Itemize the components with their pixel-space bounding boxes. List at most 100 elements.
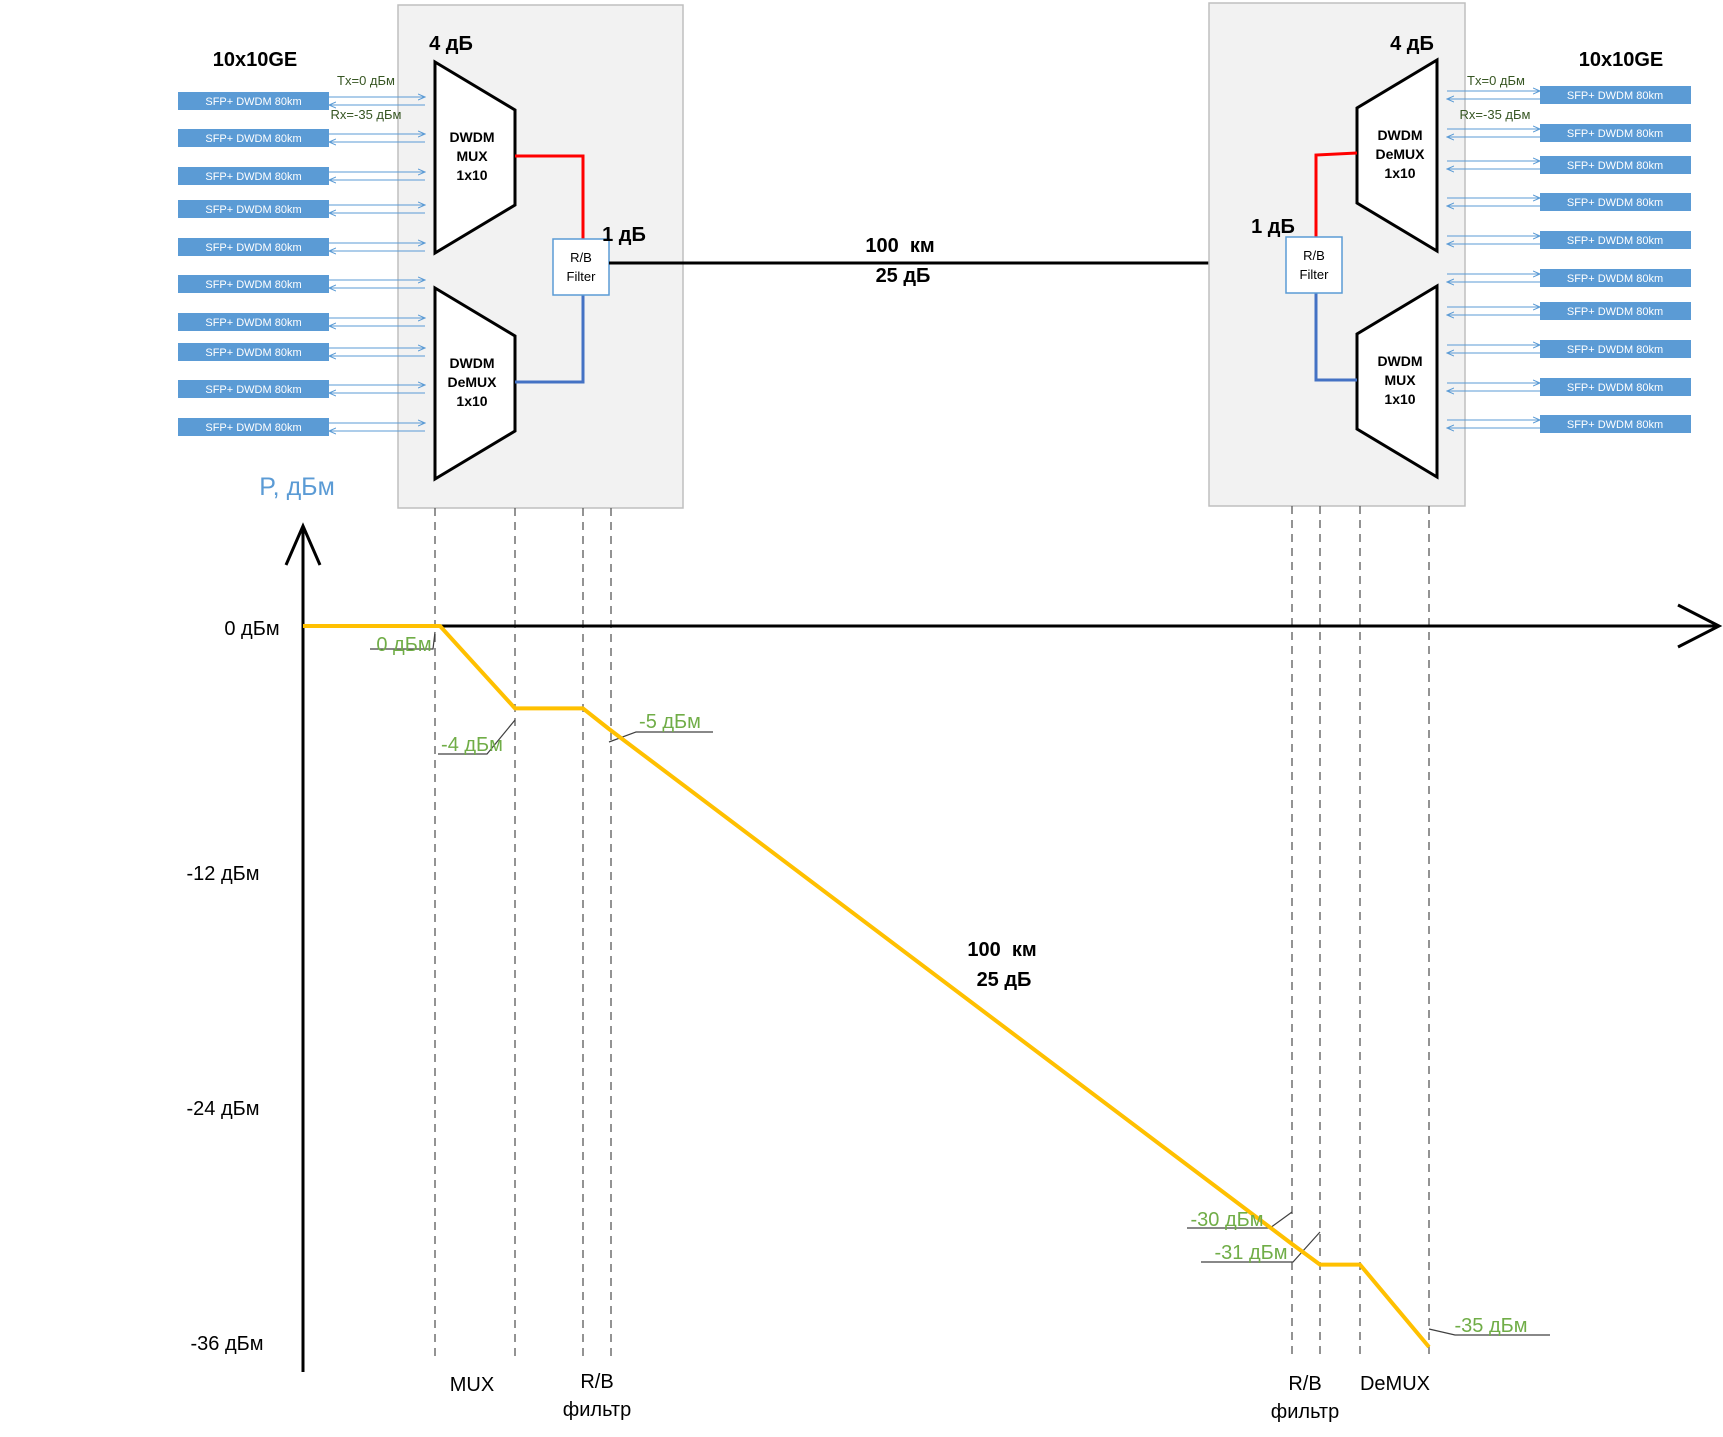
span-loss: 25 дБ [977, 969, 1032, 991]
left-sfp-label: SFP+ DWDM 80km [205, 422, 301, 434]
left-sfp-label: SFP+ DWDM 80km [205, 242, 301, 254]
right-rx-label: Rx=-35 дБм [1460, 107, 1531, 122]
right-sfp-module [1540, 269, 1691, 287]
left-sfp-label: SFP+ DWDM 80km [205, 133, 301, 145]
left-tx-fiber [515, 154, 585, 239]
right-sfp-label: SFP+ DWDM 80km [1567, 306, 1663, 318]
y-tick-label: 0 дБм [224, 618, 279, 640]
right-filter-loss: 1 дБ [1251, 216, 1295, 238]
right-sfp-label: SFP+ DWDM 80km [1567, 90, 1663, 102]
left-rb-filter [552, 238, 610, 296]
right-sfp-label: SFP+ DWDM 80km [1567, 128, 1663, 140]
y-tick-label: -12 дБм [186, 863, 259, 885]
stage-label-rb-left-1: R/B [580, 1371, 613, 1393]
left-sfp-label: SFP+ DWDM 80km [205, 204, 301, 216]
point-label: -5 дБм [639, 711, 701, 733]
right-mux-block [1355, 283, 1439, 480]
stage-label-rb-left-2: фильтр [563, 1399, 631, 1421]
stage-label-rb-right-2: фильтр [1271, 1401, 1339, 1423]
right-sfp-module [1540, 86, 1691, 104]
point-label: -31 дБм [1214, 1242, 1287, 1264]
callout-leader [608, 731, 713, 743]
left-sfp-label: SFP+ DWDM 80km [205, 317, 301, 329]
stage-guide-lines [434, 506, 1430, 1360]
left-rx-label: Rx=-35 дБм [331, 107, 402, 122]
left-sfp-module [178, 343, 329, 361]
right-demux-block [1355, 57, 1439, 254]
right-rb-filter [1285, 236, 1343, 294]
right-tx-label: Tx=0 дБм [1467, 73, 1525, 88]
left-site-title: 10x10GE [213, 49, 298, 71]
right-demux-loss: 4 дБ [1390, 33, 1434, 55]
left-sfp-label: SFP+ DWDM 80km [205, 279, 301, 291]
left-mux-label-2: MUX [456, 148, 488, 164]
right-sfp-label: SFP+ DWDM 80km [1567, 273, 1663, 285]
left-mux-block [433, 59, 517, 256]
left-sfp-module [178, 238, 329, 256]
stage-label-rb-right-1: R/B [1288, 1373, 1321, 1395]
left-rx-fiber [515, 295, 585, 384]
right-tx-fiber [1314, 293, 1357, 382]
callout-leader [1428, 1328, 1550, 1336]
left-sfp-module [178, 313, 329, 331]
right-sfp-module [1540, 302, 1691, 320]
link-distance: 100 км [865, 235, 934, 257]
left-sfp-label: SFP+ DWDM 80km [205, 96, 301, 108]
right-sfp-module [1540, 231, 1691, 249]
span-distance: 100 км [967, 939, 1036, 961]
right-sfp-label: SFP+ DWDM 80km [1567, 235, 1663, 247]
left-filter-loss: 1 дБ [602, 224, 646, 246]
left-tx-label: Tx=0 дБм [337, 73, 395, 88]
right-filter-label-1: R/B [1303, 248, 1325, 263]
right-sfp-module [1540, 378, 1691, 396]
left-sfp-module [178, 418, 329, 436]
point-label: 0 дБм [376, 634, 431, 656]
left-demux-block [433, 285, 517, 482]
point-label: -30 дБм [1190, 1209, 1263, 1231]
right-rx-fiber [1314, 151, 1358, 237]
right-sfp-label: SFP+ DWDM 80km [1567, 197, 1663, 209]
power-level-line [303, 624, 1431, 1349]
y-tick-label: -24 дБм [186, 1098, 259, 1120]
right-sfp-module [1540, 415, 1691, 433]
right-sfp-label: SFP+ DWDM 80km [1567, 160, 1663, 172]
callout-leader [1201, 1231, 1321, 1263]
left-sfp-module [178, 275, 329, 293]
right-site-title: 10x10GE [1579, 49, 1664, 71]
left-filter-label-1: R/B [570, 250, 592, 265]
right-sfp-module [1540, 156, 1691, 174]
point-label: -4 дБм [441, 734, 503, 756]
right-demux-label-3: 1x10 [1384, 165, 1415, 181]
stage-label-mux: MUX [450, 1374, 494, 1396]
right-mux-label-2: MUX [1384, 372, 1416, 388]
right-sfp-label: SFP+ DWDM 80km [1567, 344, 1663, 356]
y-axis-arrow [284, 522, 322, 566]
left-sfp-module [178, 129, 329, 147]
callout-leader [438, 719, 516, 755]
stage-label-demux: DeMUX [1360, 1373, 1430, 1395]
left-demux-label-2: DeMUX [447, 374, 497, 390]
left-sfp-module [178, 92, 329, 110]
right-sfp-label: SFP+ DWDM 80km [1567, 419, 1663, 431]
right-mux-label-1: DWDM [1377, 353, 1422, 369]
right-sfp-module [1540, 340, 1691, 358]
right-sfp-module [1540, 193, 1691, 211]
right-sfp-module [1540, 124, 1691, 142]
left-filter-label-2: Filter [567, 269, 597, 284]
point-label: -35 дБм [1454, 1315, 1527, 1337]
y-tick-label: -36 дБм [190, 1333, 263, 1355]
left-demux-label-1: DWDM [449, 355, 494, 371]
left-sfp-module [178, 167, 329, 185]
callout-leaders [370, 631, 1550, 1336]
callout-leader [370, 631, 436, 650]
left-demux-label-3: 1x10 [456, 393, 487, 409]
left-sfp-module [178, 200, 329, 218]
right-demux-label-1: DWDM [1377, 127, 1422, 143]
right-sfp-label: SFP+ DWDM 80km [1567, 382, 1663, 394]
left-mux-loss: 4 дБ [429, 33, 473, 55]
right-filter-label-2: Filter [1300, 267, 1330, 282]
